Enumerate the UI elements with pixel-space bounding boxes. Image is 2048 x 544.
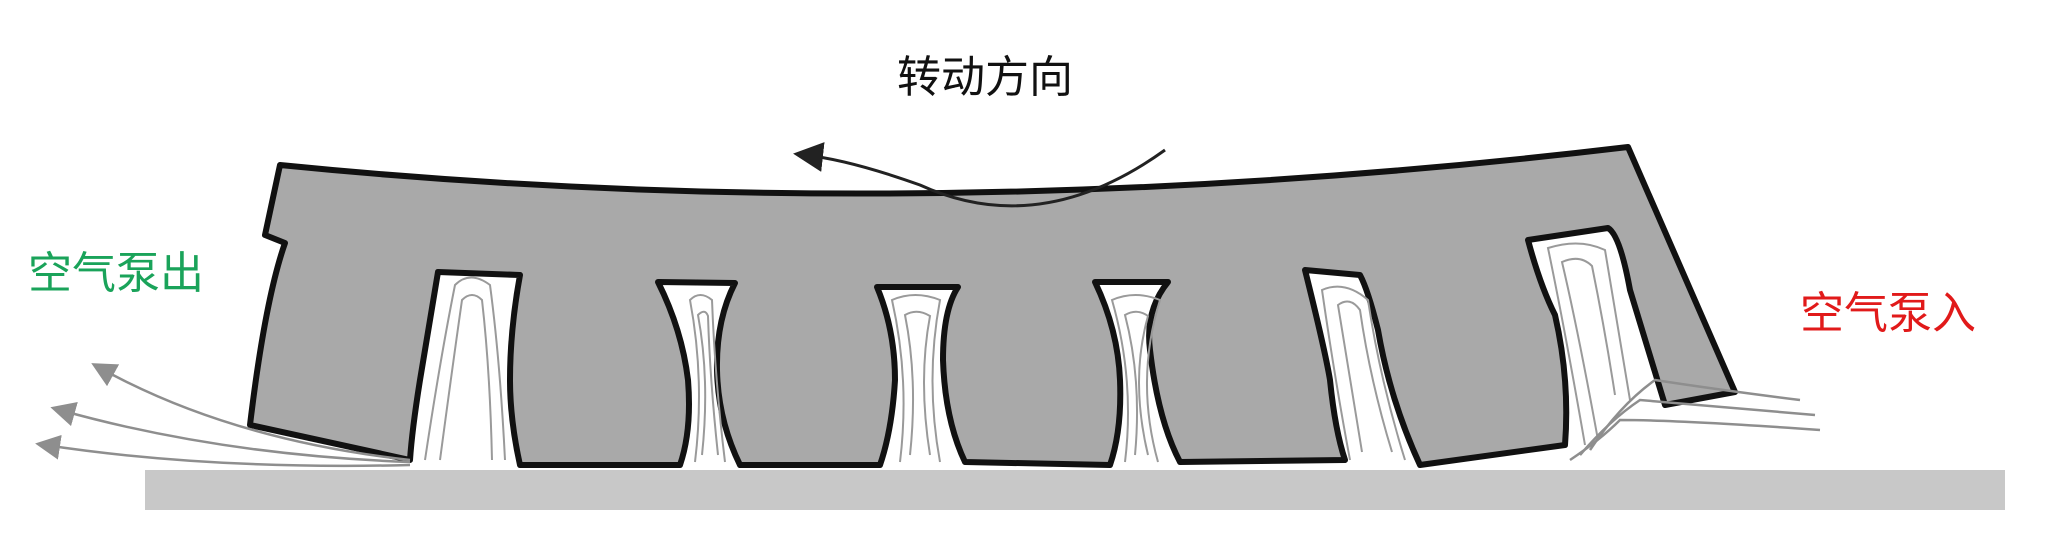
air-pumped-out-label: 空气泵出 <box>28 248 204 299</box>
air-in-flow <box>1569 378 1821 462</box>
arrow-up-left-icon <box>91 363 411 462</box>
air-pumped-in-label: 空气泵入 <box>1800 288 1976 339</box>
arrow-up-left-icon <box>35 434 411 468</box>
road-surface <box>145 470 2005 510</box>
air-out-arrows <box>35 363 411 468</box>
tire-tread <box>247 144 1738 468</box>
rotation-direction-label: 转动方向 <box>897 52 1073 103</box>
arrow-up-left-icon <box>50 402 411 464</box>
curved-arrow-left-icon <box>793 142 1166 208</box>
groove-airflow <box>424 242 1631 463</box>
